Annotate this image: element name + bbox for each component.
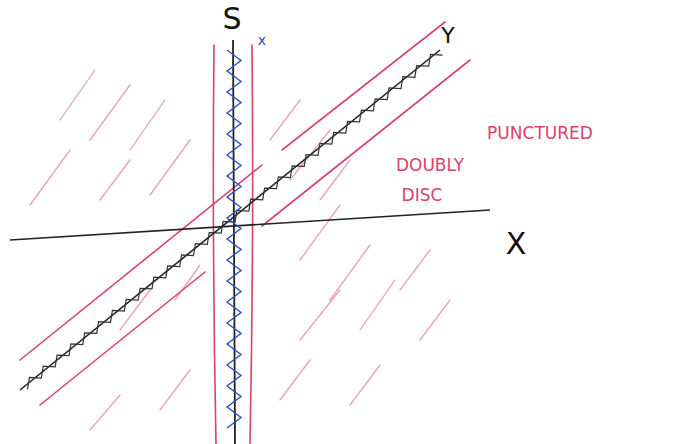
s-axis [233,40,235,444]
region-label: DISC [402,187,443,204]
x-zigzag [227,50,241,428]
point-label: x [258,33,266,47]
region-label: DOUBLY [396,157,464,174]
region-label: PUNCTURED [487,125,593,142]
puncture-boundaries [20,22,470,444]
x-axis [10,210,490,240]
axis-label: X [506,229,527,259]
axis-label: Y [441,25,454,47]
axis-label: S [222,4,241,34]
y-wavy [28,55,443,390]
